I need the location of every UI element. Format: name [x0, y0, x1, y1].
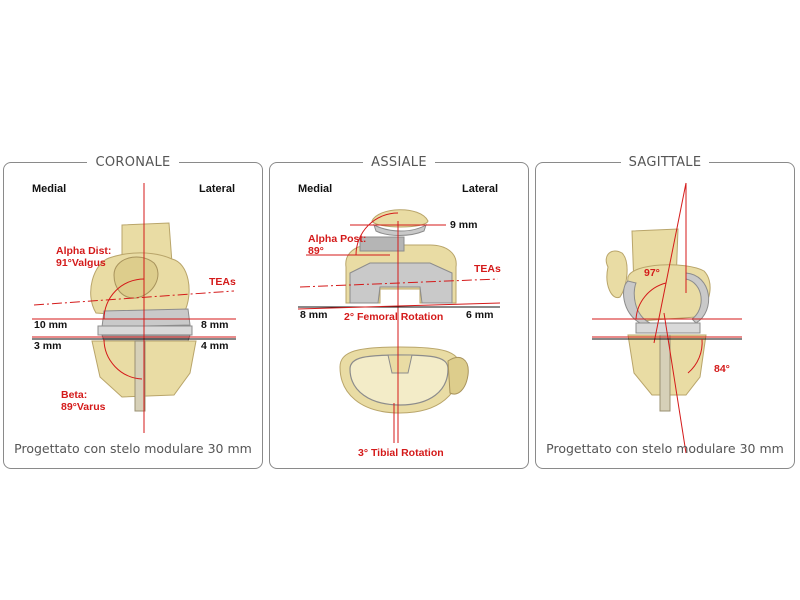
- femoral-rotation-label: 2° Femoral Rotation: [344, 311, 444, 323]
- coronale-lateral-label: Lateral: [199, 183, 236, 195]
- tibial-rotation-label: 3° Tibial Rotation: [358, 447, 444, 459]
- alpha-post-label: Alpha Post:: [308, 233, 367, 245]
- medial-tibial-resection: 3 mm: [34, 340, 62, 352]
- patella-resection: 9 mm: [450, 219, 478, 231]
- assiale-knee-illustration: [297, 209, 501, 443]
- coronale-caption: Progettato con stelo modulare 30 mm: [14, 441, 252, 456]
- sagittale-caption: Progettato con stelo modulare 30 mm: [546, 441, 784, 456]
- assiale-medial-label: Medial: [298, 183, 333, 195]
- assiale-title: ASSIALE: [270, 154, 528, 171]
- assiale-panel: ASSIALE Medial Lateral 9 mm Alpha Post: …: [269, 155, 529, 469]
- coronale-panel: CORONALE Medial Lateral Alpha Dist: 91°: [3, 155, 263, 469]
- medial-femoral-resection: 10 mm: [34, 319, 68, 331]
- alpha-dist-label: Alpha Dist:: [56, 245, 112, 257]
- alpha-dist-value: 91°Valgus: [56, 257, 106, 269]
- beta-value: 89°Varus: [61, 401, 106, 413]
- beta-label: Beta:: [61, 389, 88, 401]
- assiale-lateral-resection: 6 mm: [466, 309, 494, 321]
- sagittale-knee-illustration: [592, 182, 742, 454]
- coronale-knee-illustration: [32, 183, 236, 433]
- coronale-title: CORONALE: [4, 154, 262, 171]
- femoral-angle-label: 97°: [644, 267, 660, 279]
- coronale-medial-label: Medial: [32, 183, 67, 195]
- assiale-lateral-label: Lateral: [462, 183, 499, 195]
- lateral-femoral-resection: 8 mm: [201, 319, 229, 331]
- assiale-teas-label: TEAs: [474, 263, 501, 275]
- sagittale-panel: SAGITTALE 97° 84° Progettato con stelo m…: [535, 155, 795, 469]
- coronale-teas-label: TEAs: [209, 276, 236, 288]
- alpha-post-value: 89°: [308, 245, 324, 257]
- tibial-angle-label: 84°: [714, 363, 730, 375]
- sagittale-title: SAGITTALE: [536, 154, 794, 171]
- lateral-tibial-resection: 4 mm: [201, 340, 229, 352]
- assiale-medial-resection: 8 mm: [300, 309, 328, 321]
